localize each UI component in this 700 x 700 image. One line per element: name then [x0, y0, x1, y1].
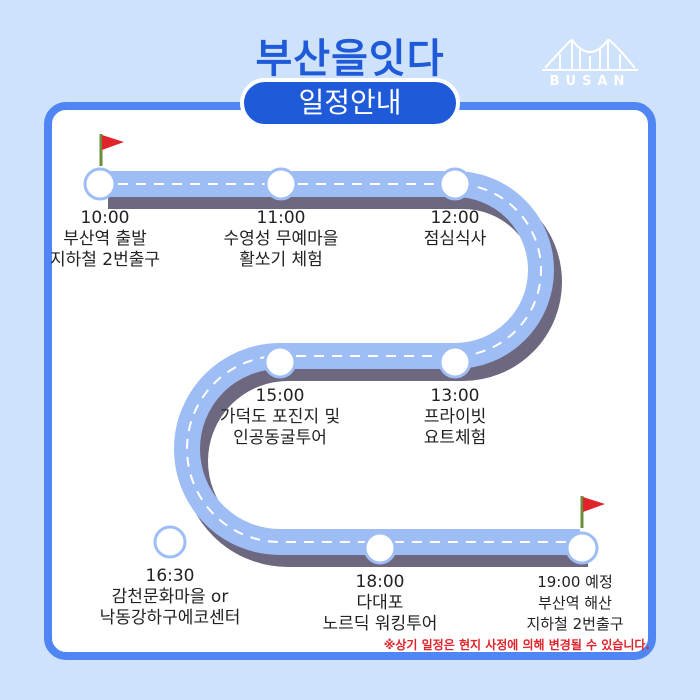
stop-desc: 지하철 2번출구: [526, 615, 624, 633]
stop-desc: 부산역 출발: [63, 229, 147, 249]
stop-desc: 요트체험: [423, 428, 487, 448]
stop-marker: [83, 167, 117, 201]
stop-desc: 낙동강하구에코센터: [99, 608, 241, 628]
stop-desc: 점심식사: [423, 229, 487, 249]
stop-marker: [264, 167, 298, 201]
stop-time: 15:00: [255, 386, 305, 406]
stop-time: 12:00: [430, 208, 480, 228]
stop-desc: 다대포: [356, 593, 404, 613]
stop-2: 11:00 수영성 무예마을 활쏘기 체험: [196, 208, 366, 271]
stop-desc: 활쏘기 체험: [239, 250, 323, 270]
logo-text: BUSAN: [549, 74, 631, 89]
stop-4: 13:00 프라이빗 요트체험: [395, 386, 515, 449]
stop-marker: [263, 345, 297, 379]
stop-marker: [153, 525, 187, 559]
stop-6: 16:30 감천문화마을 or 낙동강하구에코센터: [70, 566, 270, 629]
stop-7: 18:00 다대포 노르딕 워킹투어: [295, 572, 465, 635]
stop-5: 15:00 가덕도 포진지 및 인공동굴투어: [190, 386, 370, 449]
stop-time: 19:00 예정: [537, 573, 613, 591]
stop-marker: [565, 531, 599, 565]
page-title: 부산을잇다: [255, 36, 445, 82]
stop-desc: 가덕도 포진지 및: [219, 407, 341, 427]
stop-marker: [438, 345, 472, 379]
stop-desc: 노르딕 워킹투어: [322, 614, 438, 634]
start-flag-icon: [99, 134, 124, 166]
stop-8: 19:00 예정 부산역 해산 지하철 2번출구: [500, 572, 650, 635]
stop-desc: 부산역 해산: [538, 594, 612, 612]
finish-flag-icon: [580, 496, 605, 528]
stop-time: 10:00: [80, 208, 130, 228]
stop-time: 13:00: [430, 386, 480, 406]
stop-time: 18:00: [355, 572, 405, 592]
bridge-logo-icon: [542, 38, 638, 71]
stop-1: 10:00 부산역 출발 지하철 2번출구: [40, 208, 170, 271]
stop-3: 12:00 점심식사: [395, 208, 515, 250]
schedule-notice: ※상기 일정은 현지 사정에 의해 변경될 수 있습니다.: [383, 638, 650, 652]
stop-desc: 인공동굴투어: [233, 428, 327, 448]
stop-time: 11:00: [256, 208, 306, 228]
stop-desc: 프라이빗: [423, 407, 487, 427]
stop-desc: 수영성 무예마을: [223, 229, 339, 249]
stop-desc: 감천문화마을 or: [111, 587, 229, 607]
stop-marker: [438, 167, 472, 201]
stop-time: 16:30: [145, 566, 195, 586]
stop-marker: [363, 531, 397, 565]
stop-desc: 지하철 2번출구: [49, 250, 161, 270]
subtitle-pill: 일정안내: [240, 78, 460, 128]
